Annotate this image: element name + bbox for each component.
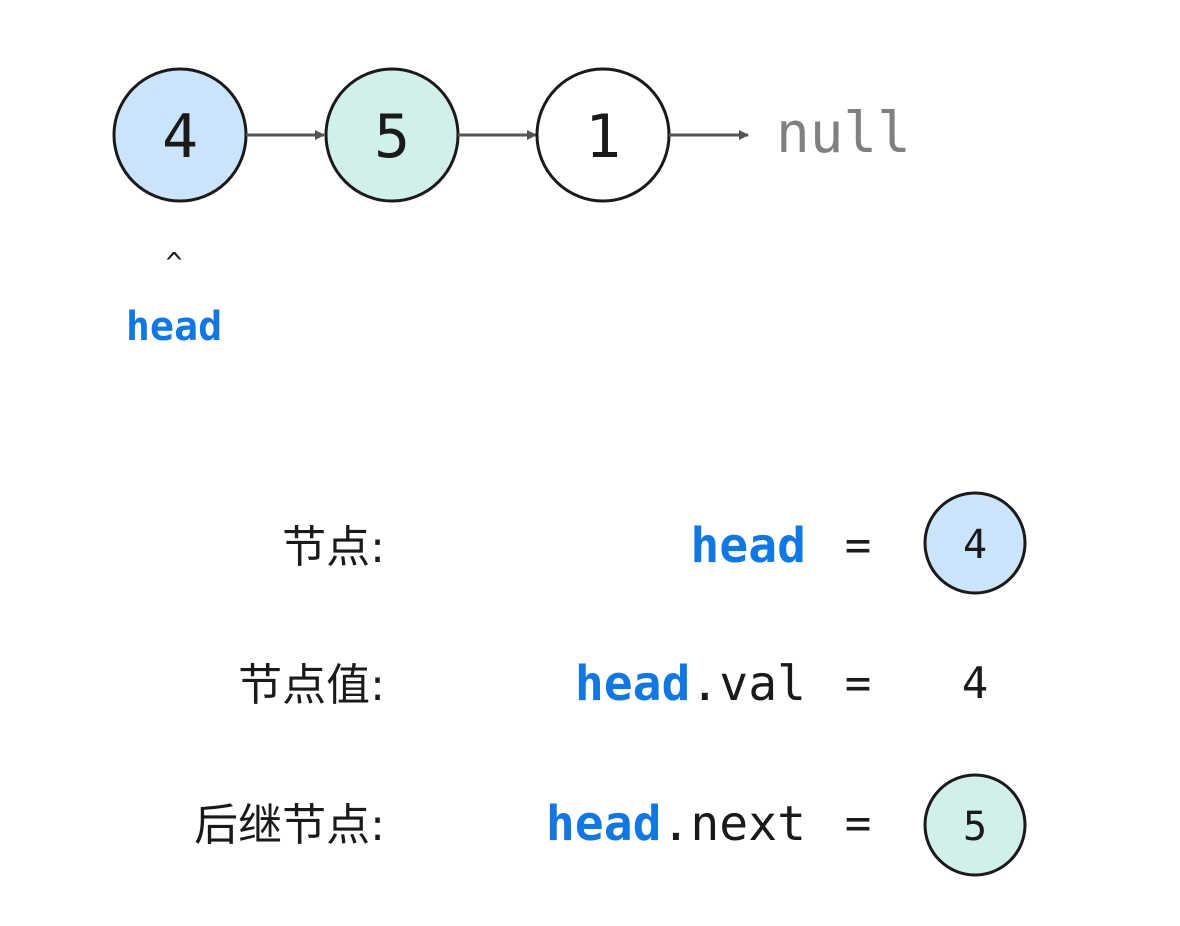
row-expr-node-value: head.val xyxy=(575,656,806,712)
row-label-next-node: 后继节点: xyxy=(194,800,385,851)
row-node: 节点: head = 4 xyxy=(282,491,1027,595)
row-label-node-value: 节点值: xyxy=(238,660,385,711)
list-node: 1 xyxy=(535,67,671,203)
list-node: 5 xyxy=(324,67,460,203)
row-expr-next-node: head.next xyxy=(546,796,806,852)
row-label-node: 节点: xyxy=(282,522,385,573)
null-terminator: null xyxy=(776,101,911,166)
result-plain-value: 4 xyxy=(962,658,989,709)
result-node-value: 4 xyxy=(963,522,987,568)
linked-list: 4 5 1 null xyxy=(112,67,911,203)
expr-keyword: head xyxy=(546,796,662,852)
equals-sign: = xyxy=(845,798,872,849)
node-value-0: 4 xyxy=(162,102,198,172)
row-node-value: 节点值: head.val = 4 xyxy=(238,656,988,712)
expr-keyword: head xyxy=(575,656,691,712)
row-expr-node: head xyxy=(690,518,806,574)
result-node-circle xyxy=(923,773,1027,877)
row-next-node: 后继节点: head.next = 5 xyxy=(194,773,1027,877)
list-node: 4 xyxy=(112,67,248,203)
result-node-circle xyxy=(923,491,1027,595)
head-pointer-caret: ^ xyxy=(166,246,183,279)
node-value-2: 1 xyxy=(585,102,621,172)
head-pointer-label: head xyxy=(126,304,222,350)
expr-suffix: .val xyxy=(690,656,806,712)
result-node-value: 5 xyxy=(963,804,987,850)
expr-suffix: .next xyxy=(662,796,807,852)
equals-sign: = xyxy=(845,520,872,571)
node-value-1: 5 xyxy=(374,102,410,172)
expr-keyword: head xyxy=(690,518,806,574)
equals-sign: = xyxy=(845,658,872,709)
